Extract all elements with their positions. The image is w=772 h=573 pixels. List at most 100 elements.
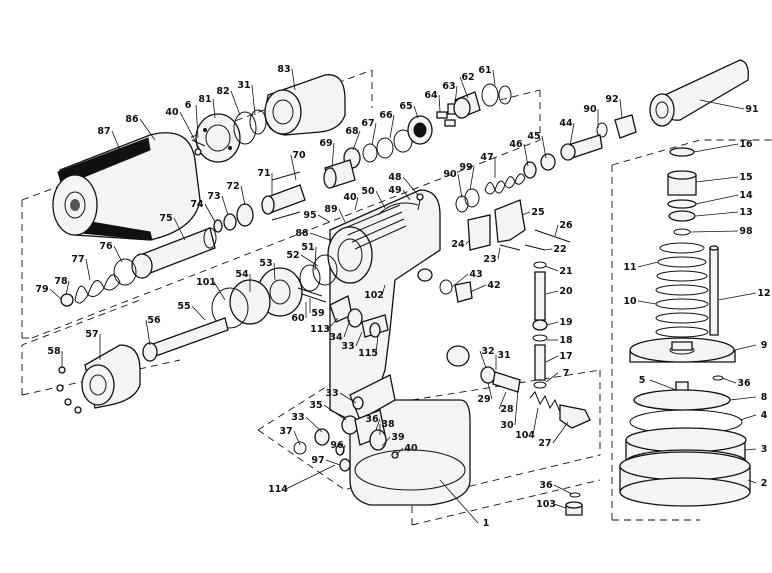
leader-line-52 bbox=[300, 254, 319, 267]
callout-53: 53 bbox=[259, 258, 272, 269]
leader-line-62 bbox=[459, 76, 469, 99]
leader-line-88 bbox=[309, 232, 331, 241]
part-79-ball bbox=[60, 293, 74, 307]
callout-13: 13 bbox=[739, 207, 752, 218]
leader-line-79 bbox=[49, 288, 63, 301]
callout-56: 56 bbox=[147, 315, 161, 326]
callout-62: 62 bbox=[461, 72, 474, 83]
part-58-screws bbox=[56, 366, 82, 414]
callout-27: 27 bbox=[538, 438, 551, 449]
callout-72: 72 bbox=[226, 181, 239, 192]
callout-86: 86 bbox=[125, 114, 139, 125]
leader-line-90 bbox=[457, 173, 463, 199]
leader-line-16 bbox=[693, 143, 739, 153]
leader-line-74 bbox=[204, 203, 216, 223]
callout-36: 36 bbox=[539, 480, 553, 491]
leader-line-6 bbox=[195, 104, 199, 139]
callout-18: 18 bbox=[559, 335, 573, 346]
callout-98: 98 bbox=[739, 226, 753, 237]
callout-38: 38 bbox=[381, 419, 395, 430]
callout-33: 33 bbox=[341, 341, 354, 352]
callout-8: 8 bbox=[761, 392, 768, 403]
callout-69: 69 bbox=[319, 138, 332, 149]
callout-91: 91 bbox=[745, 104, 758, 115]
leader-line-27 bbox=[552, 421, 569, 444]
callout-40: 40 bbox=[165, 107, 179, 118]
part-82-oring bbox=[233, 111, 257, 145]
callout-97: 97 bbox=[311, 455, 324, 466]
leader-line-101 bbox=[213, 281, 226, 301]
leader-line-87 bbox=[111, 130, 121, 151]
callout-61: 61 bbox=[478, 65, 491, 76]
callout-57: 57 bbox=[85, 329, 98, 340]
leader-line-17 bbox=[545, 355, 559, 363]
leader-line-22 bbox=[544, 248, 553, 251]
leader-line-89 bbox=[338, 208, 346, 223]
callout-37: 37 bbox=[279, 426, 292, 437]
part-77-spring bbox=[74, 274, 121, 304]
part-24-25-bracket bbox=[467, 199, 526, 251]
callout-101: 101 bbox=[196, 277, 216, 288]
leader-line-56 bbox=[145, 319, 151, 346]
callout-88: 88 bbox=[295, 228, 309, 239]
callout-46: 46 bbox=[509, 139, 523, 150]
leader-line-36 bbox=[375, 418, 381, 431]
callout-82: 82 bbox=[216, 86, 229, 97]
callout-22: 22 bbox=[553, 244, 566, 255]
leader-line-24 bbox=[465, 239, 471, 245]
callout-21: 21 bbox=[559, 266, 572, 277]
leader-line-45 bbox=[541, 135, 547, 159]
callout-68: 68 bbox=[345, 126, 359, 137]
callout-52: 52 bbox=[286, 250, 299, 261]
callout-54: 54 bbox=[235, 269, 249, 280]
callout-89: 89 bbox=[324, 204, 337, 215]
leader-line-36 bbox=[553, 484, 573, 495]
part-91-extension bbox=[649, 59, 749, 127]
callout-83: 83 bbox=[277, 64, 290, 75]
callout-34: 34 bbox=[329, 332, 343, 343]
leader-line-43 bbox=[451, 273, 469, 288]
callout-49: 49 bbox=[388, 185, 401, 196]
leader-line-98 bbox=[689, 230, 739, 233]
callout-114: 114 bbox=[268, 484, 288, 495]
leader-line-7 bbox=[545, 372, 559, 383]
part-34-33-115-fitting bbox=[361, 314, 389, 338]
callout-33: 33 bbox=[291, 412, 304, 423]
callout-43: 43 bbox=[469, 269, 482, 280]
leader-line-3 bbox=[744, 448, 757, 451]
callout-65: 65 bbox=[399, 101, 412, 112]
leader-line-30 bbox=[514, 389, 519, 426]
callout-33: 33 bbox=[325, 388, 338, 399]
part-59-60-pins bbox=[297, 287, 327, 303]
callout-19: 19 bbox=[559, 317, 572, 328]
callout-64: 64 bbox=[424, 90, 438, 101]
leader-line-104 bbox=[532, 407, 539, 436]
leader-line-42 bbox=[469, 284, 487, 293]
leader-line-96 bbox=[341, 444, 346, 456]
callout-47: 47 bbox=[480, 152, 493, 163]
leader-line-19 bbox=[546, 321, 559, 326]
callout-labels: 1234567891011121314151617181920212223242… bbox=[35, 64, 770, 529]
leader-line-102 bbox=[381, 284, 386, 296]
leader-line-29 bbox=[487, 382, 493, 400]
callout-11: 11 bbox=[623, 262, 636, 273]
leader-line-20 bbox=[545, 290, 559, 295]
callout-76: 76 bbox=[99, 241, 113, 252]
leader-line-77 bbox=[85, 258, 91, 281]
part-22-23-26-pins bbox=[499, 229, 571, 251]
callout-71: 71 bbox=[257, 168, 270, 179]
callout-102: 102 bbox=[364, 290, 384, 301]
leader-line-33 bbox=[339, 392, 357, 404]
leader-line-61 bbox=[492, 69, 496, 86]
callout-87: 87 bbox=[97, 126, 110, 137]
part-90-top-ring bbox=[596, 122, 608, 138]
part-75-draw-bolt bbox=[131, 227, 217, 279]
callout-99: 99 bbox=[459, 162, 472, 173]
callout-78: 78 bbox=[54, 276, 68, 287]
callout-32: 32 bbox=[481, 346, 494, 357]
part-67-66-rings bbox=[362, 129, 413, 163]
callout-30: 30 bbox=[500, 420, 514, 431]
leader-line-91 bbox=[699, 99, 745, 110]
callout-10: 10 bbox=[623, 296, 637, 307]
